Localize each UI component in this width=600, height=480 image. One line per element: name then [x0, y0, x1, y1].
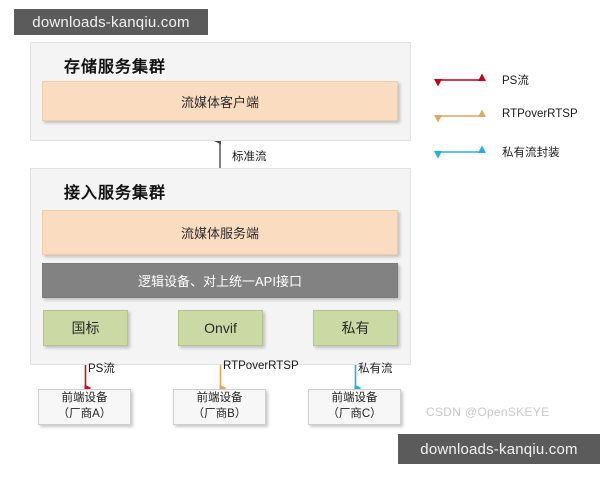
- legend-arrow-rtpoverrtsp-icon: [434, 109, 486, 123]
- legend: PS流 RTPoverRTSP: [424, 62, 596, 162]
- legend-item-rtpoverrtsp: RTPoverRTSP: [424, 106, 596, 126]
- legend-label-rtpoverrtsp: RTPoverRTSP: [502, 108, 578, 120]
- legend-arrow-ps-icon: [434, 73, 486, 87]
- cluster-access-title: 接入服务集群: [64, 185, 167, 202]
- legend-item-private: 私有流封装: [424, 142, 596, 162]
- box-device-c: 前端设备 （厂商C）: [308, 389, 401, 425]
- box-protocol-gb: 国标: [43, 310, 128, 346]
- csdn-watermark: CSDN @OpenSKEYE: [426, 405, 550, 419]
- box-device-a: 前端设备 （厂商A）: [38, 389, 131, 425]
- box-media-server: 流媒体服务端: [42, 210, 398, 255]
- label-flow-private: 私有流: [358, 363, 393, 375]
- box-unified-api: 逻辑设备、对上统一API接口: [42, 263, 398, 298]
- box-media-client: 流媒体客户端: [42, 81, 398, 121]
- legend-item-ps: PS流: [424, 70, 596, 90]
- cluster-storage-title: 存储服务集群: [64, 59, 167, 76]
- legend-label-private: 私有流封装: [502, 147, 560, 159]
- label-flow-ps: PS流: [88, 363, 115, 375]
- label-standard-stream: 标准流: [232, 151, 267, 163]
- watermark-banner-top: downloads-kanqiu.com: [14, 9, 208, 35]
- box-protocol-onvif: Onvif: [178, 310, 263, 346]
- box-protocol-private: 私有: [313, 310, 398, 346]
- legend-label-ps: PS流: [502, 75, 529, 87]
- watermark-banner-bottom: downloads-kanqiu.com: [398, 434, 600, 464]
- label-flow-rtpoverrtsp: RTPoverRTSP: [223, 360, 299, 372]
- box-device-b: 前端设备 （厂商B）: [173, 389, 266, 425]
- legend-arrow-private-icon: [434, 145, 486, 159]
